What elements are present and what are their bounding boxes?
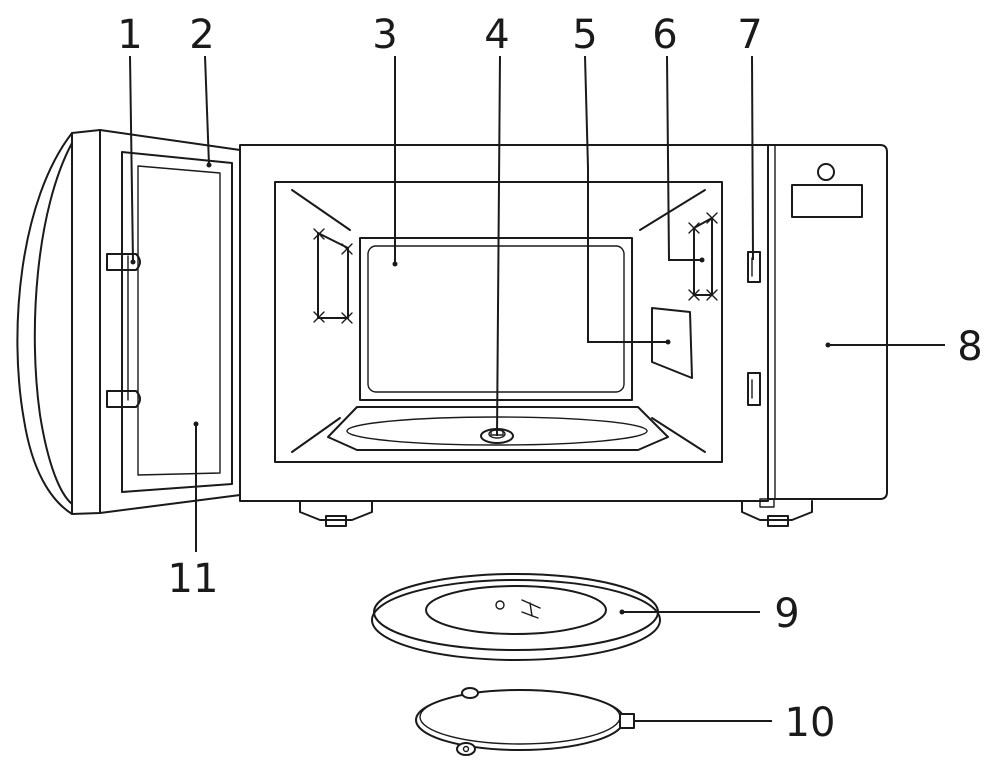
oven-body: [239, 144, 813, 527]
leader-lines: [129, 55, 945, 722]
callout-2: 2: [189, 12, 214, 58]
roller-guide: [688, 212, 718, 301]
callout-8: 8: [957, 324, 982, 370]
callout-9: 9: [774, 591, 799, 637]
callout-6: 6: [652, 12, 677, 58]
callout-11: 11: [168, 556, 219, 602]
callout-3: 3: [372, 12, 397, 58]
left-wall-bracket: [313, 228, 353, 324]
door-safety-lock: [747, 251, 761, 406]
oven-cavity: [274, 181, 723, 463]
control-panel: [759, 144, 888, 508]
roller-ring: [415, 687, 635, 756]
door-latches: [106, 253, 141, 408]
callout-4: 4: [484, 12, 509, 58]
leader-dots: [130, 162, 831, 615]
callout-5: 5: [572, 12, 597, 58]
glass-tray: [371, 573, 661, 661]
callout-numbers: 1 2 3 4 5 6 7 8 9 10 11: [117, 12, 982, 746]
callout-7: 7: [737, 12, 762, 58]
waveguide-cover: [651, 307, 693, 379]
callout-1: 1: [117, 12, 142, 58]
callout-10: 10: [785, 700, 836, 746]
